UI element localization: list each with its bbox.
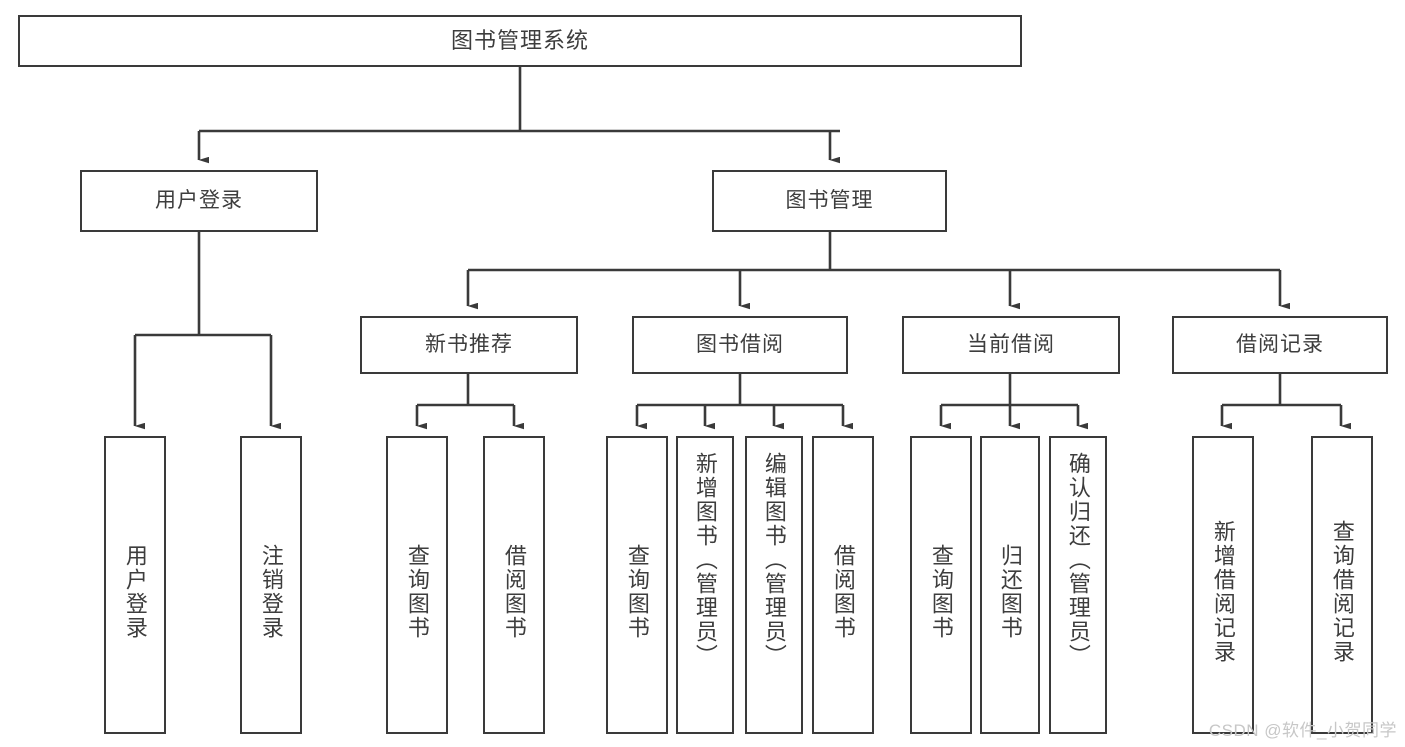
node-current-borrow[interactable]: 当前借阅 <box>902 316 1120 374</box>
leaf-return-book-label: 归还图书 <box>997 544 1023 640</box>
leaf-add-borrow-record[interactable]: 新增借阅记录 <box>1192 436 1254 734</box>
node-user-login-label: 用户登录 <box>155 188 243 212</box>
node-new-book-recommend-label: 新书推荐 <box>425 332 513 356</box>
leaf-query-book-current[interactable]: 查询图书 <box>910 436 972 734</box>
leaf-borrow-book-recommend-label: 借阅图书 <box>501 544 527 640</box>
node-book-borrow[interactable]: 图书借阅 <box>632 316 848 374</box>
node-root[interactable]: 图书管理系统 <box>18 15 1022 67</box>
leaf-add-book-admin[interactable]: 新增图书（管理员） <box>676 436 734 734</box>
leaf-logout[interactable]: 注销登录 <box>240 436 302 734</box>
leaf-logout-label: 注销登录 <box>258 544 284 640</box>
node-borrow-record-label: 借阅记录 <box>1236 332 1324 356</box>
leaf-borrow-book-recommend[interactable]: 借阅图书 <box>483 436 545 734</box>
node-book-management[interactable]: 图书管理 <box>712 170 947 232</box>
leaf-edit-book-admin[interactable]: 编辑图书（管理员） <box>745 436 803 734</box>
leaf-borrow-book-label: 借阅图书 <box>830 544 856 640</box>
leaf-return-book[interactable]: 归还图书 <box>980 436 1040 734</box>
leaf-query-borrow-record-label: 查询借阅记录 <box>1329 520 1355 664</box>
leaf-query-book-borrow-label: 查询图书 <box>624 544 650 640</box>
leaf-edit-book-admin-label: 编辑图书（管理员） <box>761 452 787 668</box>
leaf-query-book-recommend-label: 查询图书 <box>404 544 430 640</box>
leaf-confirm-return-admin[interactable]: 确认归还（管理员） <box>1049 436 1107 734</box>
leaf-user-login-label: 用户登录 <box>122 544 148 640</box>
leaf-query-borrow-record[interactable]: 查询借阅记录 <box>1311 436 1373 734</box>
leaf-query-book-recommend[interactable]: 查询图书 <box>386 436 448 734</box>
leaf-query-book-current-label: 查询图书 <box>928 544 954 640</box>
leaf-borrow-book[interactable]: 借阅图书 <box>812 436 874 734</box>
node-root-label: 图书管理系统 <box>450 28 589 54</box>
leaf-query-book-borrow[interactable]: 查询图书 <box>606 436 668 734</box>
watermark: CSDN @软件_小贺同学 <box>1208 721 1397 740</box>
leaf-confirm-return-admin-label: 确认归还（管理员） <box>1065 452 1091 668</box>
node-borrow-record[interactable]: 借阅记录 <box>1172 316 1388 374</box>
node-book-management-label: 图书管理 <box>785 188 874 212</box>
leaf-add-borrow-record-label: 新增借阅记录 <box>1210 520 1236 664</box>
leaf-add-book-admin-label: 新增图书（管理员） <box>692 452 718 668</box>
node-new-book-recommend[interactable]: 新书推荐 <box>360 316 578 374</box>
node-current-borrow-label: 当前借阅 <box>967 332 1055 356</box>
leaf-user-login[interactable]: 用户登录 <box>104 436 166 734</box>
node-book-borrow-label: 图书借阅 <box>696 332 784 356</box>
node-user-login[interactable]: 用户登录 <box>80 170 318 232</box>
